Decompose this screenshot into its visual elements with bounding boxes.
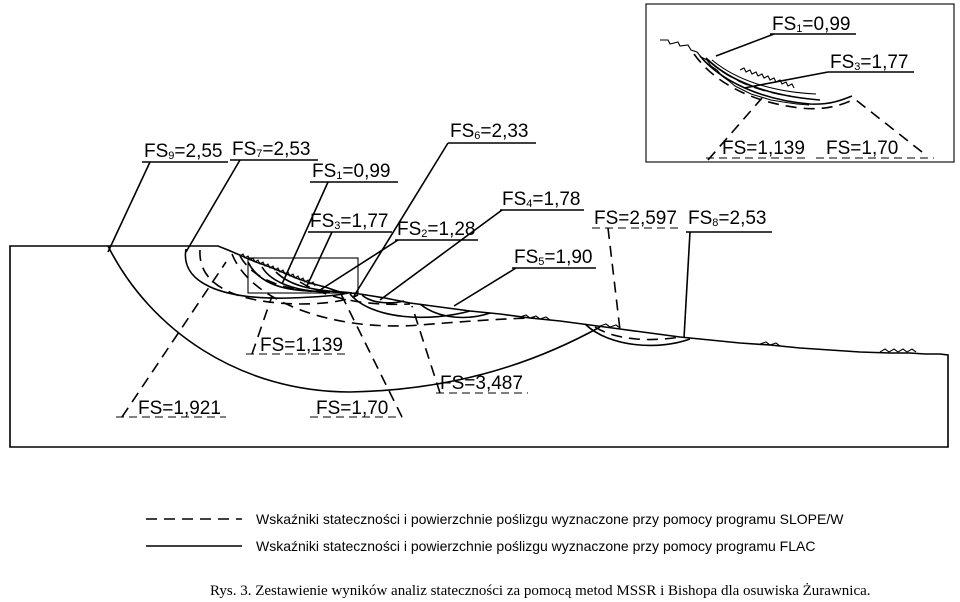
detail-frame	[247, 257, 359, 294]
slip-surface-fs9	[107, 245, 601, 393]
slip-surface-fs5	[419, 303, 491, 319]
main-cross-section: FS9=2,55 FS7=2,53 FS1=0,99 FS3=1,77 FS2=…	[9, 121, 949, 448]
leader-fs-1921	[121, 261, 227, 418]
slip-surface-fs4	[349, 293, 471, 319]
leader-fs4	[379, 209, 503, 301]
leader-fs1	[281, 181, 329, 285]
leader-fs6	[353, 142, 449, 297]
label-fs-1921: FS=1,921	[138, 398, 221, 419]
inset-slip-inner	[711, 59, 817, 95]
inset-label-fs-170: FS=1,70	[826, 138, 898, 159]
inset-leader-fs-170	[855, 99, 923, 153]
label-fs-2597: FS=2,597	[594, 208, 677, 229]
inset-label-fs1: FS1=0,99	[772, 14, 850, 35]
leader-fs-1139	[251, 295, 273, 355]
inset-slip-fs3	[705, 57, 821, 101]
label-fs-170: FS=1,70	[316, 398, 388, 419]
leader-fs-3487	[411, 305, 441, 394]
inset-label-fs3: FS3=1,77	[830, 52, 908, 73]
leader-fs3	[305, 231, 333, 289]
legend-text-slope-w: Wskaźniki stateczności i powierzchnie po…	[256, 511, 844, 527]
leader-fs5	[453, 267, 517, 307]
label-fs3: FS3=1,77	[310, 211, 388, 232]
label-fs7: FS7=2,53	[232, 139, 310, 160]
slip-surface-fs8	[584, 323, 691, 347]
inset-slip-fs-1139	[693, 53, 857, 110]
inset-slip-fs-170	[707, 59, 791, 97]
inset-slip-fs1	[699, 55, 853, 105]
inset-detail: FS1=0,99 FS3=1,77 FS=1,139 FS=1,70	[645, 3, 955, 163]
label-fs5: FS5=1,90	[514, 247, 592, 268]
slip-surface-fs3	[261, 266, 331, 293]
slip-surface-fs-3487	[299, 281, 411, 306]
label-fs-3487: FS=3,487	[440, 373, 523, 394]
label-fs2: FS2=1,28	[397, 219, 475, 240]
inset-label-fs-1139: FS=1,139	[722, 138, 805, 159]
label-fs9: FS9=2,55	[144, 141, 222, 162]
leader-fs-170	[339, 291, 403, 418]
label-fs4: FS4=1,78	[502, 189, 580, 210]
slip-surface-fs2	[275, 271, 341, 293]
inset-leader-fs-1139	[707, 97, 763, 161]
inset-slope-surface	[660, 39, 810, 106]
inset-slope-steps	[739, 67, 795, 89]
slip-surface-fs7	[184, 248, 349, 299]
leader-fs-2597	[607, 227, 621, 331]
leader-fs7	[185, 159, 241, 253]
inset-frame	[645, 3, 955, 163]
slope-surface-steps-lower	[519, 314, 917, 353]
legend: Wskaźniki stateczności i powierzchnie po…	[146, 511, 844, 554]
inset-leader-fs1	[715, 33, 775, 57]
slip-surface-fs-1139	[231, 253, 536, 327]
leader-fs8	[683, 231, 691, 339]
label-fs8: FS8=2,53	[688, 208, 766, 229]
slip-surface-fs6	[361, 294, 405, 304]
leader-fs2	[319, 239, 399, 291]
model-outline	[9, 245, 949, 448]
inset-leader-fs3	[743, 71, 829, 89]
figure-caption: Rys. 3. Zestawienie wyników analiz state…	[210, 583, 871, 599]
label-fs1: FS1=0,99	[312, 161, 390, 182]
leader-fs9	[107, 161, 151, 253]
legend-text-flac: Wskaźniki stateczności i powierzchnie po…	[256, 538, 815, 554]
label-fs-1139: FS=1,139	[260, 335, 343, 356]
slip-surface-fs-2597	[594, 326, 681, 341]
label-fs6: FS6=2,33	[450, 121, 528, 142]
slip-surface-fs-170	[239, 255, 321, 293]
